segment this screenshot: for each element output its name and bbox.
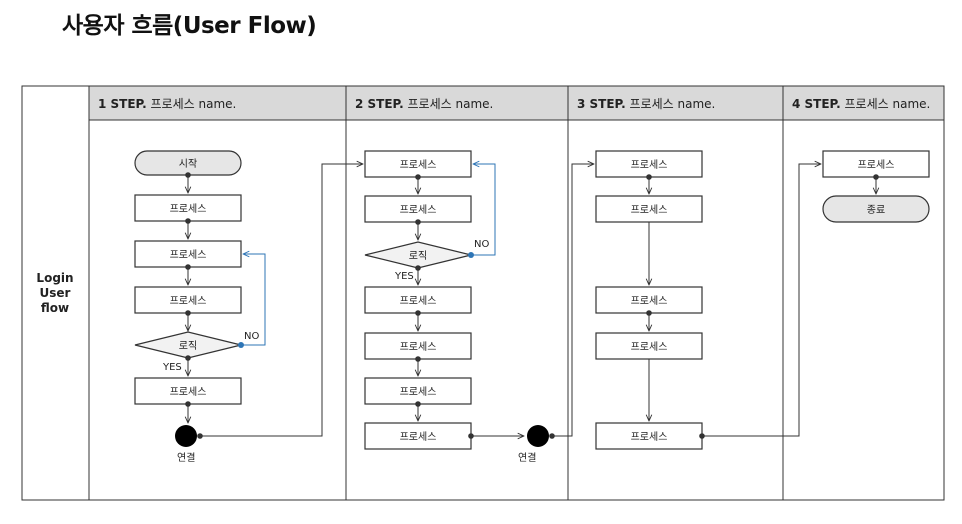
step-3-flow: 프로세스 프로세스 프로세스 프로세스 프로세스	[595, 150, 821, 450]
connector-node	[175, 425, 197, 447]
step-2-flow: 프로세스 프로세스 로직 NO YES 프로세스 프로세스 프로세스 프로세스	[364, 150, 594, 464]
process-box	[595, 195, 703, 223]
process-box	[364, 195, 472, 223]
process-box	[134, 194, 242, 222]
svg-text:프로세스: 프로세스	[170, 203, 207, 215]
page-title: 사용자 흐름(User Flow)	[62, 13, 317, 39]
svg-text:NO: NO	[474, 239, 489, 250]
svg-text:시작: 시작	[179, 158, 197, 170]
svg-text:연결: 연결	[177, 452, 195, 464]
svg-text:로직: 로직	[409, 250, 427, 262]
lane-label: Login User flow	[36, 271, 73, 315]
svg-text:프로세스: 프로세스	[170, 295, 207, 307]
step-1-header: 1 STEP. 프로세스 name.	[98, 97, 236, 111]
svg-text:프로세스: 프로세스	[400, 431, 437, 443]
svg-text:프로세스: 프로세스	[170, 249, 207, 261]
header-row	[89, 86, 944, 120]
connector-node	[527, 425, 549, 447]
svg-text:프로세스: 프로세스	[170, 386, 207, 398]
process-box	[134, 240, 242, 268]
svg-text:프로세스: 프로세스	[631, 431, 668, 443]
svg-text:프로세스: 프로세스	[400, 386, 437, 398]
svg-text:프로세스: 프로세스	[400, 159, 437, 171]
process-box	[364, 150, 472, 178]
swimlane-table	[21, 85, 945, 501]
svg-text:종료: 종료	[867, 204, 885, 216]
svg-text:프로세스: 프로세스	[858, 159, 895, 171]
svg-text:프로세스: 프로세스	[631, 341, 668, 353]
end-terminal	[822, 195, 930, 223]
process-box	[364, 332, 472, 360]
svg-text:YES: YES	[394, 271, 414, 282]
svg-text:프로세스: 프로세스	[631, 295, 668, 307]
svg-text:로직: 로직	[179, 340, 197, 352]
svg-text:연결: 연결	[518, 452, 536, 464]
step-2-header: 2 STEP. 프로세스 name.	[355, 97, 493, 111]
step-3-header: 3 STEP. 프로세스 name.	[577, 97, 715, 111]
svg-text:User: User	[40, 286, 71, 300]
step-1-flow: 시작 프로세스 프로세스 프로세스 로직 NO YES 프로세스 연결	[134, 150, 363, 464]
svg-text:프로세스: 프로세스	[400, 341, 437, 353]
process-box	[595, 332, 703, 360]
process-box	[822, 150, 930, 178]
process-box	[364, 377, 472, 405]
svg-text:프로세스: 프로세스	[631, 204, 668, 216]
svg-text:NO: NO	[244, 331, 259, 342]
table-border	[21, 85, 945, 501]
process-box	[134, 286, 242, 314]
svg-text:프로세스: 프로세스	[400, 295, 437, 307]
step-4-header: 4 STEP. 프로세스 name.	[792, 97, 930, 111]
step-4-flow: 프로세스 종료	[822, 150, 930, 223]
process-box	[595, 422, 703, 450]
svg-text:flow: flow	[41, 301, 69, 315]
svg-text:YES: YES	[162, 362, 182, 373]
svg-text:프로세스: 프로세스	[400, 204, 437, 216]
svg-text:Login: Login	[36, 271, 73, 285]
process-box	[595, 150, 703, 178]
svg-text:프로세스: 프로세스	[631, 159, 668, 171]
process-box	[134, 377, 242, 405]
process-box	[364, 422, 472, 450]
